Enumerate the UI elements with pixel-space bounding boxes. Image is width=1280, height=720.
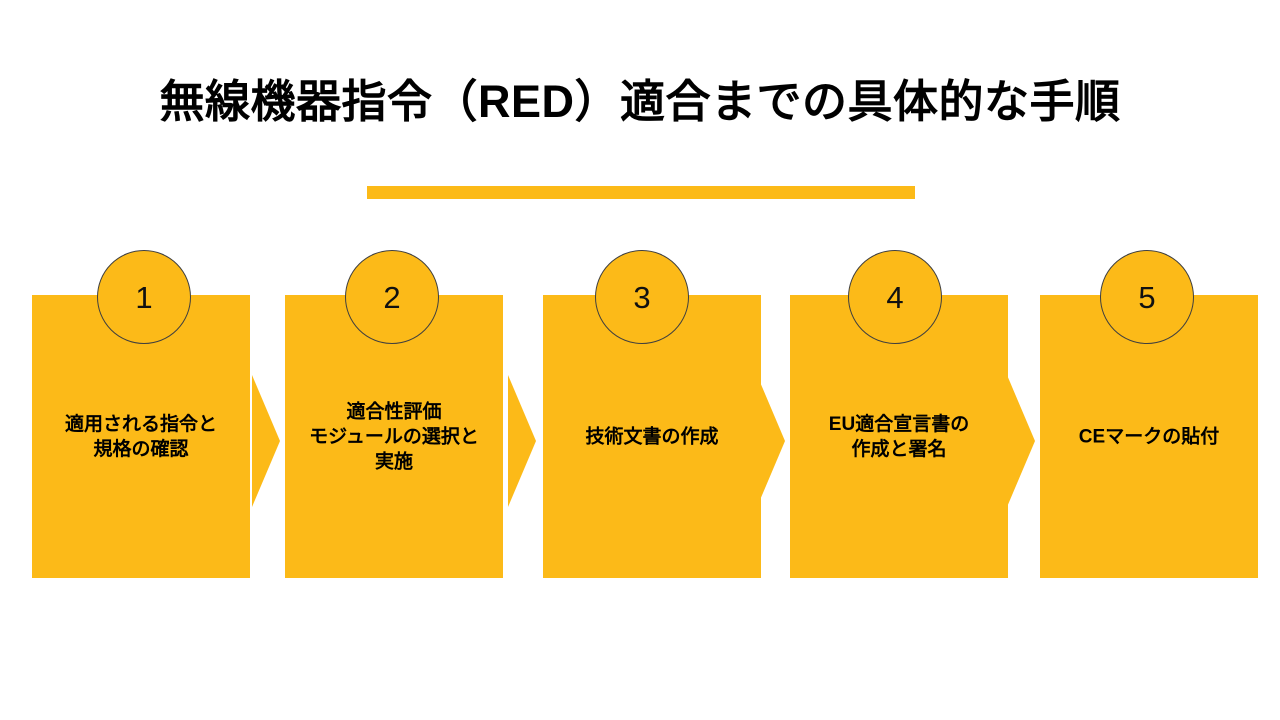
chevron-right-icon-1 <box>252 375 280 507</box>
process-step-1-label: 適用される指令と 規格の確認 <box>64 413 217 460</box>
chevron-right-icon-2 <box>508 375 536 507</box>
chevron-right-icon-4 <box>1007 375 1035 507</box>
process-step-3-number-badge: 3 <box>595 250 689 344</box>
process-step-4-number-badge: 4 <box>848 250 942 344</box>
process-step-5-label: CEマークの貼付 <box>1078 425 1220 447</box>
process-step-2[interactable]: 適合性評価 モジュールの選択と 実施 <box>285 295 503 578</box>
process-step-4-label: EU適合宣言書の 作成と署名 <box>828 413 970 460</box>
process-step-1-number-badge: 1 <box>97 250 191 344</box>
page-title: 無線機器指令（RED）適合までの具体的な手順 <box>159 76 1121 127</box>
process-step-2-number-badge: 2 <box>345 250 439 344</box>
process-step-5-number-badge: 5 <box>1100 250 1194 344</box>
process-flow: 適用される指令と 規格の確認 適合性評価 モジュールの選択と 実施 技術文書の作… <box>0 250 1280 590</box>
title-accent-divider <box>367 186 915 199</box>
chevron-right-icon-3 <box>757 375 785 507</box>
process-step-2-label: 適合性評価 モジュールの選択と 実施 <box>309 400 479 473</box>
process-step-3-label: 技術文書の作成 <box>585 425 719 447</box>
